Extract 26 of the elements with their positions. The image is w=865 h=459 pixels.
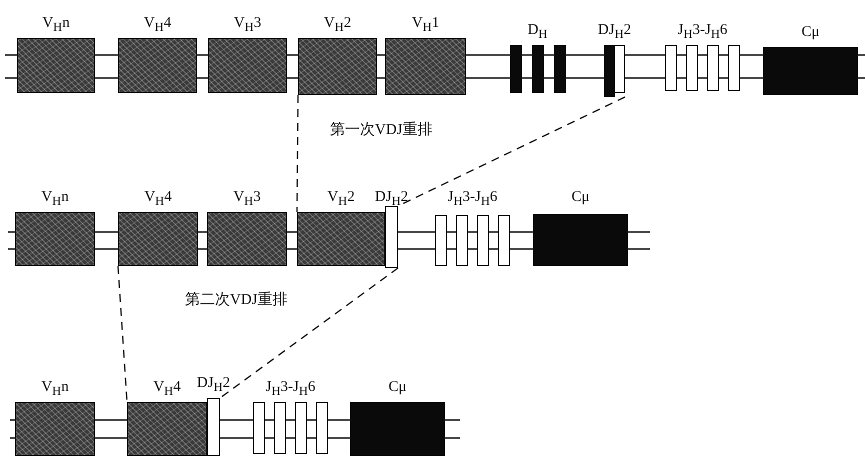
segment-label: Cμ xyxy=(388,378,407,396)
dashed-line xyxy=(117,266,128,402)
segment-label: V$_{H}$1 xyxy=(412,14,440,36)
rearrangement-label: 第一次VDJ重排 xyxy=(330,120,433,139)
segment-label: Cμ xyxy=(801,23,820,41)
segment-label: V$_{H}$3 xyxy=(233,188,261,210)
segment-label: V$_{H}$n xyxy=(41,188,69,210)
segment-label: V$_{H}$3 xyxy=(234,14,262,36)
dashed-line xyxy=(220,267,398,399)
segment-label: V$_{H}$4 xyxy=(144,14,172,36)
segment-label: V$_{H}$n xyxy=(41,378,69,400)
segment-label: V$_{H}$4 xyxy=(153,378,181,400)
segment-label: V$_{H}$4 xyxy=(144,188,172,210)
segment-label: J$_{H}$3-J$_{H}$6 xyxy=(448,188,498,210)
segment-label: DJ$_{H}$2 xyxy=(374,188,408,210)
segment-label: J$_{H}$3-J$_{H}$6 xyxy=(266,378,316,400)
segment-label: J$_{H}$3-J$_{H}$6 xyxy=(678,21,728,43)
segment-label: Cμ xyxy=(571,188,590,206)
segment-label: DJ$_{H}$2 xyxy=(598,21,632,43)
segment-label: DJ$_{H}$2 xyxy=(196,374,230,396)
rearrangement-label: 第二次VDJ重排 xyxy=(185,290,288,309)
dashed-line xyxy=(296,95,299,212)
segment-label: V$_{H}$2 xyxy=(327,188,355,210)
segment-label: V$_{H}$2 xyxy=(324,14,352,36)
segment-label: D$_{H}$ xyxy=(528,21,548,43)
segment-label: V$_{H}$n xyxy=(42,14,70,36)
